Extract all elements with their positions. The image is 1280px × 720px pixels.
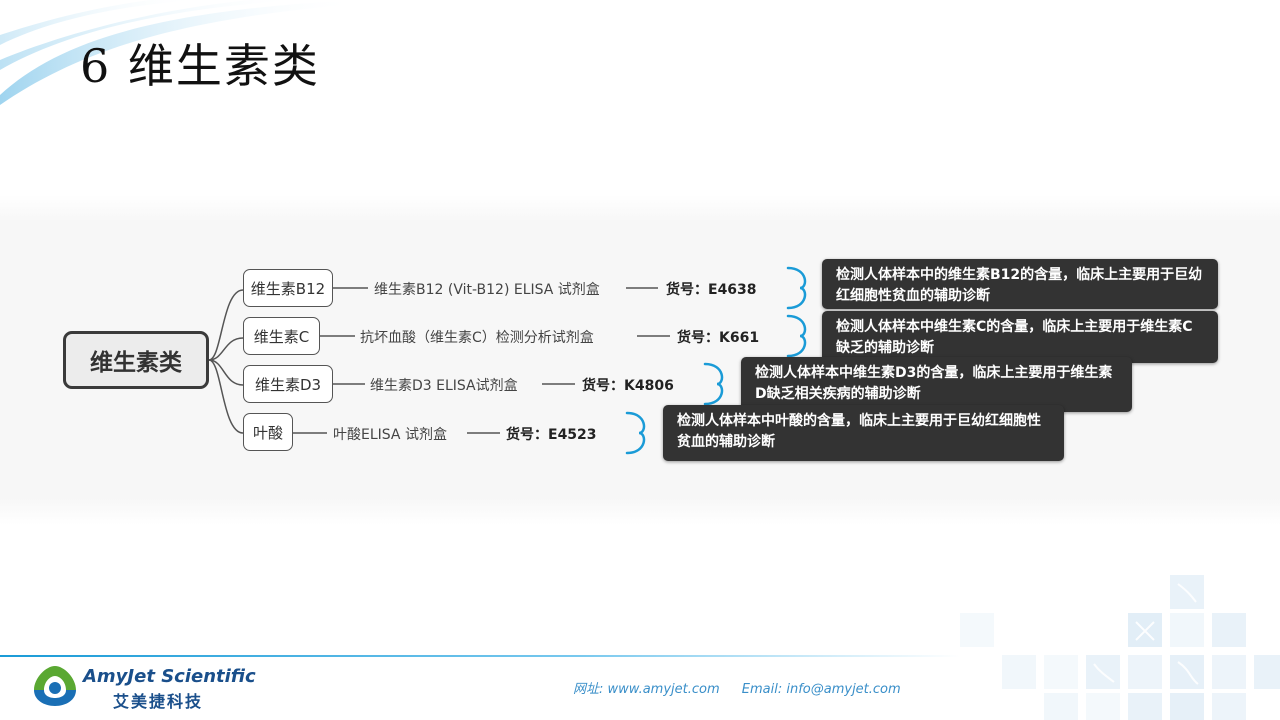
product-code-d3: 货号：K4806 [582, 378, 674, 394]
branch-node-folic-acid: 叶酸 [243, 413, 293, 451]
description-b12: 检测人体样本中的维生素B12的含量，临床上主要用于巨幼红细胞性贫血的辅助诊断 [822, 259, 1218, 309]
branch-node-b12: 维生素B12 [243, 269, 333, 307]
decorative-dna-tiles [960, 575, 1280, 720]
product-label-c: 抗坏血酸（维生素C）检测分析试剂盒 [360, 330, 594, 346]
decorative-swoosh [0, 0, 360, 105]
brand-name-en: AmyJet Scientific [83, 666, 256, 687]
footer-divider [0, 655, 960, 657]
website-link[interactable]: 网址: www.amyjet.com [573, 682, 720, 697]
product-code-folic-acid: 货号：E4523 [506, 427, 597, 443]
brand-name-cn: 艾美捷科技 [113, 692, 204, 711]
slide-title: 6 维生素类 [80, 39, 320, 93]
description-d3: 检测人体样本中维生素D3的含量，临床上主要用于维生素D缺乏相关疾病的辅助诊断 [741, 357, 1132, 412]
description-folic-acid: 检测人体样本中叶酸的含量，临床上主要用于巨幼红细胞性贫血的辅助诊断 [663, 405, 1064, 461]
branch-node-d3: 维生素D3 [243, 365, 333, 403]
product-label-folic-acid: 叶酸ELISA 试剂盒 [333, 427, 447, 443]
product-code-b12: 货号：E4638 [666, 282, 757, 298]
amyjet-logo-icon [34, 666, 76, 706]
root-node: 维生素类 [63, 331, 209, 389]
product-label-d3: 维生素D3 ELISA试剂盒 [370, 378, 518, 394]
contact-info: 网址: www.amyjet.com Email: info@amyjet.co… [573, 678, 919, 697]
email-link[interactable]: Email: info@amyjet.com [741, 682, 901, 697]
description-c: 检测人体样本中维生素C的含量，临床上主要用于维生素C缺乏的辅助诊断 [822, 311, 1218, 363]
branch-node-c: 维生素C [243, 317, 320, 355]
product-code-c: 货号：K661 [677, 330, 760, 346]
product-label-b12: 维生素B12 (Vit-B12) ELISA 试剂盒 [374, 282, 600, 298]
